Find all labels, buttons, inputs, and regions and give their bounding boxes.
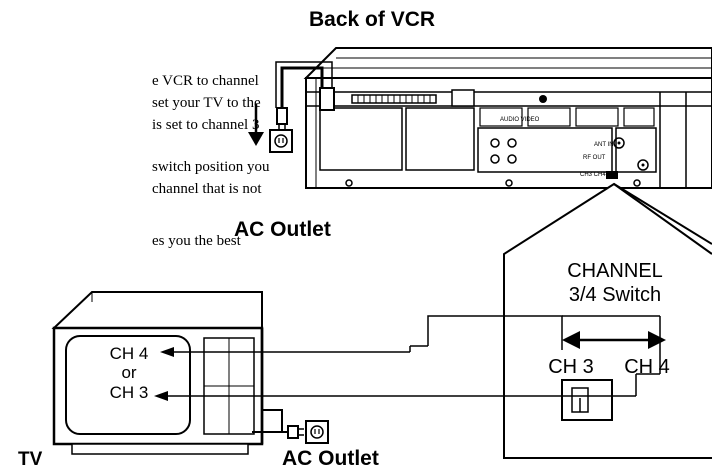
switch-ch3-label: CH 3 bbox=[548, 356, 594, 378]
switch-callout bbox=[427, 182, 712, 459]
svg-text:CH3 CH4: CH3 CH4 bbox=[580, 172, 606, 178]
instruction-line-1: e VCR to channel bbox=[152, 73, 259, 89]
tv-power-cord bbox=[252, 409, 329, 444]
tv-ch4-label: CH 4 bbox=[109, 344, 149, 363]
switch-ch4-label: CH 4 bbox=[624, 356, 670, 378]
instruction-line-2: set your TV to the bbox=[152, 95, 261, 111]
switch-title-line-1: CHANNEL bbox=[567, 260, 663, 282]
ac-outlet-vcr-label: AC Outlet bbox=[234, 218, 331, 241]
svg-text:AUDIO VIDEO: AUDIO VIDEO bbox=[500, 117, 540, 123]
instruction-line-4: switch position you bbox=[152, 159, 270, 175]
vcr-power-cord bbox=[248, 61, 335, 153]
tv-label: TV bbox=[18, 449, 43, 470]
page-title: Back of VCR bbox=[309, 8, 436, 31]
ac-outlet-tv-label: AC Outlet bbox=[282, 447, 379, 470]
instruction-line-3: is set to channel 3 bbox=[152, 117, 260, 133]
svg-text:RF OUT: RF OUT bbox=[583, 155, 606, 161]
instruction-line-6: es you the best bbox=[152, 233, 241, 249]
svg-text:ANT IN: ANT IN bbox=[594, 142, 614, 148]
tv-unit bbox=[51, 291, 661, 455]
switch-title-line-2: 3/4 Switch bbox=[568, 284, 662, 306]
tv-ch3-label: CH 3 bbox=[109, 383, 149, 402]
tv-or-label: or bbox=[121, 363, 137, 382]
instruction-line-5: channel that is not bbox=[152, 181, 262, 197]
vcr-unit: AUDIO VIDEO ANT IN RF OUT CH3 CH4 bbox=[303, 47, 712, 189]
